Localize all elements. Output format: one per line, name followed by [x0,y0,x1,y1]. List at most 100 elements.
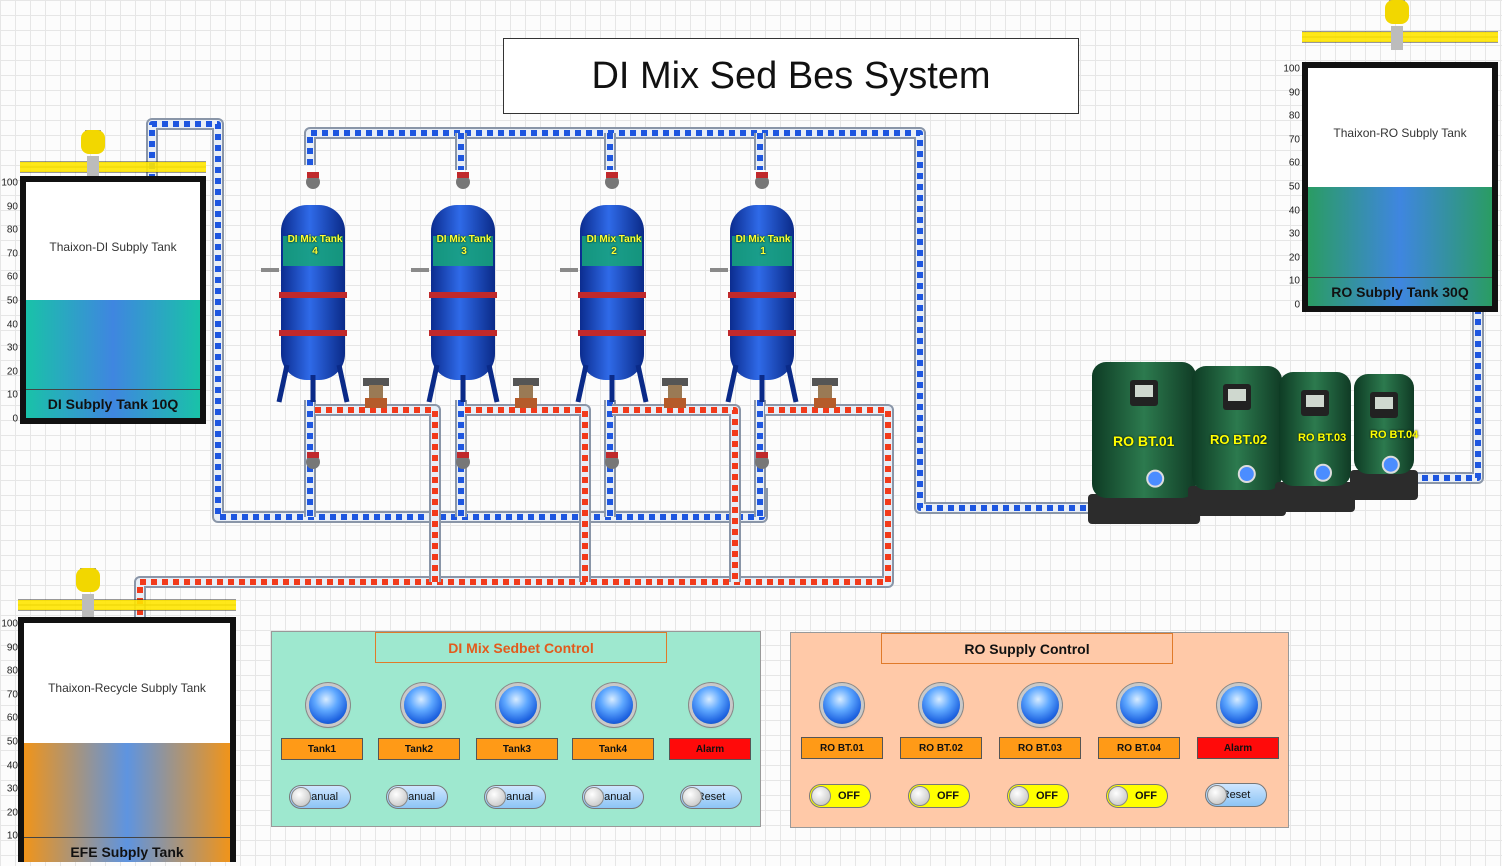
scale-tick: 30 [6,342,18,354]
manual-button-tank1[interactable]: Manual [289,785,351,809]
toggle-ro-bt04[interactable]: OFF [1106,784,1168,808]
scale-tick: 10 [1288,275,1300,287]
scale-tick: 50 [1288,181,1300,193]
reset-button-di[interactable]: Reset [680,785,742,809]
scale-tick: 20 [6,366,18,378]
tank-name: DI Subply Tank 10Q [26,389,200,418]
status-lamp-ro-alarm [1220,686,1258,724]
tank-liquid [26,300,200,418]
reset-button-ro[interactable]: Reset [1205,783,1267,807]
recycle-branch-3 [465,404,591,582]
scale-tick: 20 [1288,252,1300,264]
scale-tick: 40 [1288,205,1300,217]
toggle-ro-bt01[interactable]: OFF [809,784,871,808]
scale-tick: 60 [6,271,18,283]
scale-tick: 80 [6,224,18,236]
ro-pump[interactable] [1350,374,1418,500]
pump-label-3: RO BT.03 [1298,432,1347,444]
ro-pump[interactable] [1275,372,1355,512]
scale-tick: 100 [1283,63,1300,75]
status-lamp-tank4 [595,686,633,724]
ro-pump[interactable] [1188,366,1286,516]
scale-tick: 60 [6,712,18,724]
scale-tick: 80 [1288,110,1300,122]
panel-title: DI Mix Sedbet Control [375,632,667,663]
scale-tick: 90 [1288,87,1300,99]
ro-tank-pipe-flow [1410,308,1481,481]
ro-tank-pipe [1410,308,1484,484]
scale-tick: 60 [1288,157,1300,169]
toggle-knob [1108,786,1128,806]
di-return-pipe-flow [149,121,765,520]
toggle-knob [811,786,831,806]
scale-tick: 20 [6,807,18,819]
toggle-knob [486,787,506,807]
tag-ro-bt01: RO BT.01 [801,737,883,759]
scale-tick: 0 [12,413,18,425]
ro-supply-control-panel: RO Supply Control RO BT.01 RO BT.02 RO B… [790,632,1289,828]
ro-tank-scale: 100 90 80 70 60 50 40 30 20 10 0 [1282,64,1300,311]
scale-tick: 70 [1288,134,1300,146]
status-lamp-tank3 [499,686,537,724]
scale-tick: 30 [1288,228,1300,240]
di-tank-scale: 100 90 80 70 60 50 40 30 20 10 0 [0,178,18,425]
manual-button-tank2[interactable]: Manual [386,785,448,809]
toggle-ro-bt02[interactable]: OFF [908,784,970,808]
ro-pumps [1088,362,1418,524]
tag-ro-bt03: RO BT.03 [999,737,1081,759]
status-lamp-alarm [692,686,730,724]
page-title: DI Mix Sed Bes System [503,38,1079,114]
tag-ro-bt02: RO BT.02 [900,737,982,759]
efe-supply-tank[interactable]: Thaixon-Recycle Subply Tank EFE Subply T… [18,617,236,862]
toggle-knob [1207,785,1227,805]
toggle-knob [682,787,702,807]
toggle-knob [1009,786,1029,806]
ro-pump[interactable] [1088,362,1200,524]
top-header-pipe-core [306,129,1090,512]
status-lamp-ro3 [1021,686,1059,724]
scale-tick: 50 [6,295,18,307]
tag-ro-alarm: Alarm [1197,737,1279,759]
recycle-branch-2-flow [612,407,738,582]
scale-tick: 40 [6,319,18,331]
mix-tank-vessel[interactable] [560,172,688,469]
pump-label-2: RO BT.02 [1210,432,1268,447]
level-sensor [18,568,236,618]
tag-tank2: Tank2 [378,738,460,760]
recycle-branch-2-core [612,406,739,582]
pump-label-1: RO BT.01 [1113,433,1175,449]
toggle-knob [291,787,311,807]
ro-supply-tank[interactable]: Thaixon-RO Subply Tank RO Subply Tank 30… [1302,62,1498,312]
di-supply-tank[interactable]: Thaixon-DI Subply Tank DI Subply Tank 10… [20,176,206,424]
recycle-branch-3-flow [465,407,588,582]
tank-name: RO Subply Tank 30Q [1308,277,1492,306]
tank-name: EFE Subply Tank [24,837,230,866]
recycle-branch-3-core [465,406,589,582]
scale-tick: 70 [6,689,18,701]
toggle-ro-bt03[interactable]: OFF [1007,784,1069,808]
pump-label-4: RO BT.04 [1370,429,1419,441]
scale-tick: 30 [6,783,18,795]
recycle-branch-4-core [315,406,439,582]
scale-tick: 70 [6,248,18,260]
scale-tick: 100 [1,618,18,630]
mix-tank-vessel[interactable] [710,172,838,469]
manual-button-tank4[interactable]: Manual [582,785,644,809]
tag-tank4: Tank4 [572,738,654,760]
panel-title: RO Supply Control [881,633,1173,664]
manual-button-tank3[interactable]: Manual [484,785,546,809]
mix-tank-vessel[interactable] [411,172,539,469]
scale-tick: 90 [6,201,18,213]
tank-inner-label: Thaixon-Recycle Subply Tank [48,681,206,695]
recycle-branch-4-flow [315,407,438,582]
tag-tank3: Tank3 [476,738,558,760]
tag-tank1: Tank1 [281,738,363,760]
recycle-branch-2 [612,404,741,582]
scale-tick: 40 [6,760,18,772]
scale-tick: 10 [6,389,18,401]
scale-tick: 90 [6,642,18,654]
mix-tank-vessel[interactable] [261,172,389,469]
